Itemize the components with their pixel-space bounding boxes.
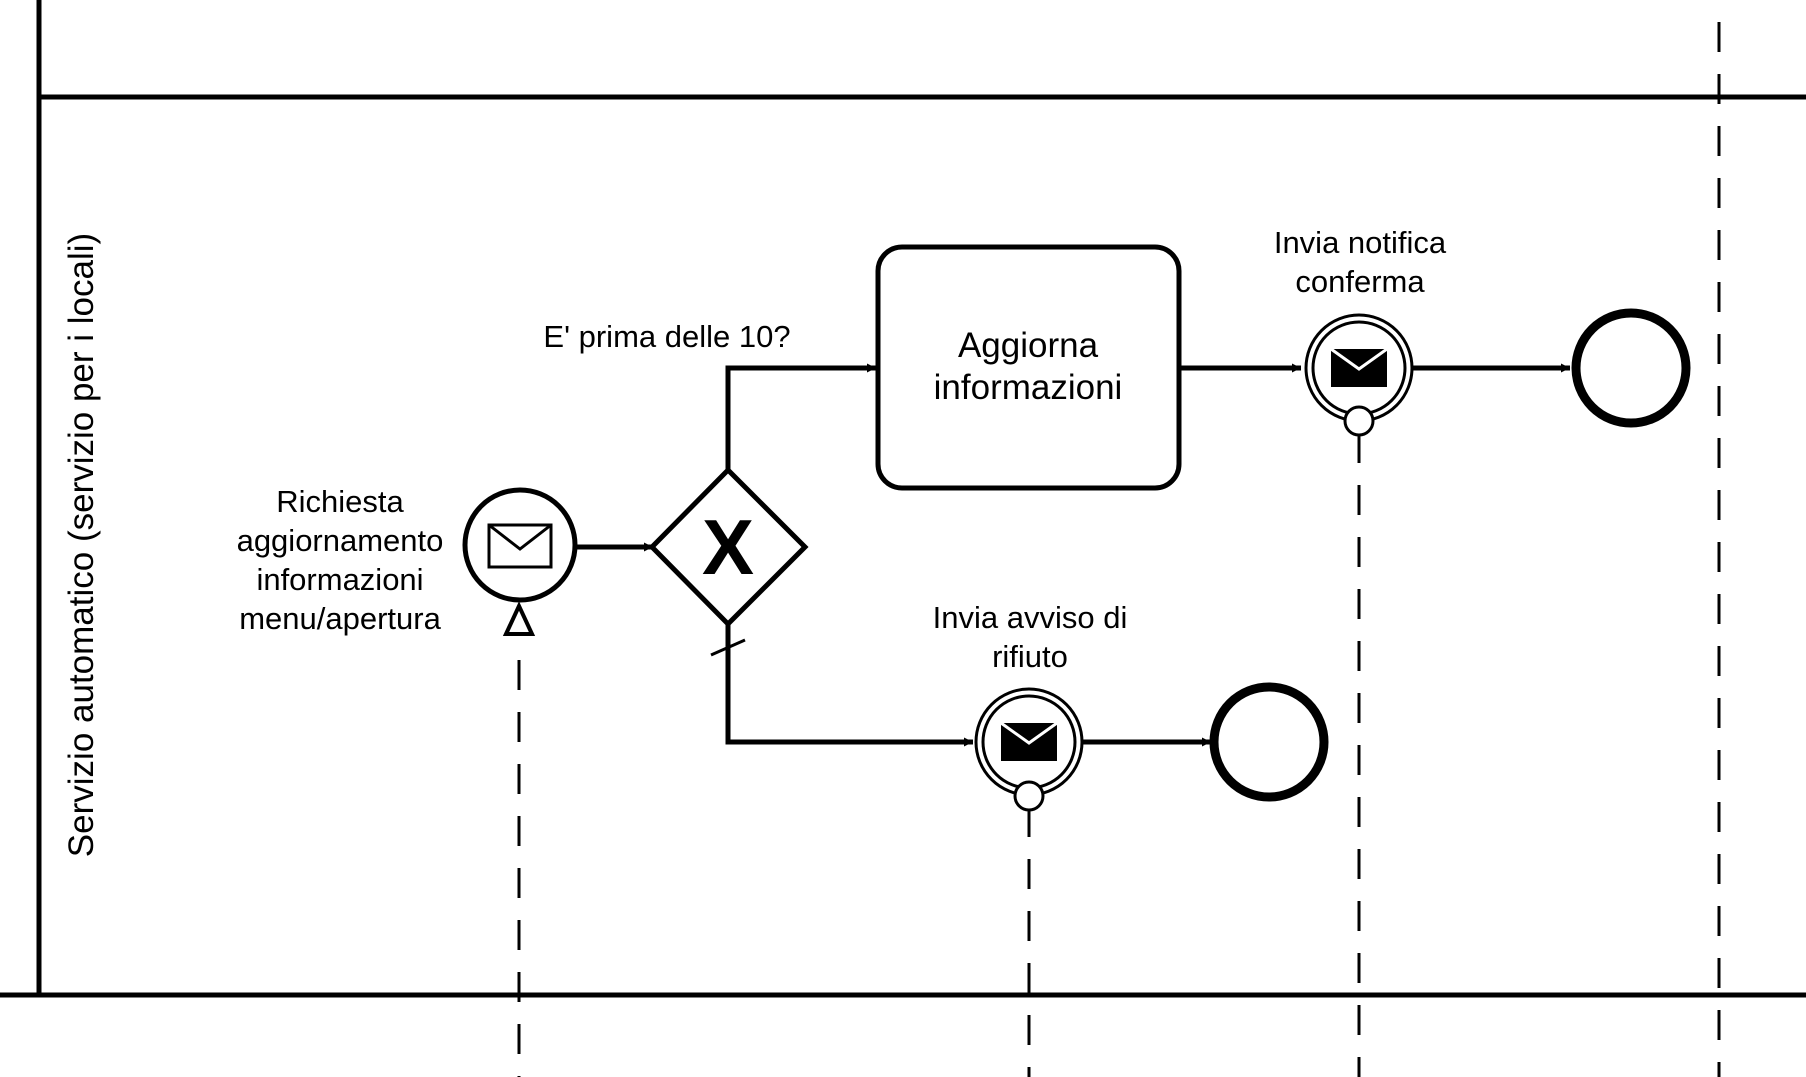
task-label-line-2: informazioni <box>934 368 1123 407</box>
confirm-message-event[interactable] <box>1304 313 1414 437</box>
confirm-label-line-1: Invia notifica <box>1274 225 1447 260</box>
envelope-filled-icon <box>1000 721 1058 761</box>
task-aggiorna-informazioni[interactable]: Aggiorna informazioni <box>875 244 1182 491</box>
reject-event-attachment-circle <box>1013 780 1045 812</box>
reject-message-event[interactable] <box>974 687 1084 812</box>
reject-label-line-2: rifiuto <box>992 639 1068 674</box>
flow-gateway-to-reject[interactable] <box>725 623 973 747</box>
exclusive-gateway[interactable]: X <box>648 466 809 628</box>
reject-label-line-1: Invia avviso di <box>933 600 1128 635</box>
task-label-line-1: Aggiorna <box>958 326 1099 365</box>
envelope-filled-icon <box>1330 347 1388 387</box>
end-event-confirm[interactable] <box>1571 308 1691 428</box>
flow-gateway-to-task[interactable] <box>725 363 876 470</box>
lane-label-text: Servizio automatico (servizio per i loca… <box>62 233 101 857</box>
confirm-label-line-2: conferma <box>1295 264 1425 299</box>
pool-frame <box>0 0 1806 998</box>
reject-event-label: Invia avviso di rifiuto <box>933 600 1128 674</box>
end-event-reject[interactable] <box>1209 682 1329 802</box>
lane-label: Servizio automatico (servizio per i loca… <box>62 233 101 857</box>
gateway-condition-label: E' prima delle 10? <box>543 319 790 354</box>
default-flow-slash <box>710 638 746 657</box>
start-label-line-2: aggiornamento <box>237 523 444 558</box>
start-label-line-3: informazioni <box>256 562 423 597</box>
sequence-flows <box>573 363 1570 747</box>
start-event-triangle-marker <box>502 601 536 636</box>
start-label-line-1: Richiesta <box>276 484 404 519</box>
message-flows <box>517 22 1721 1077</box>
gateway-x-marker: X <box>702 503 754 591</box>
start-label-line-4: menu/apertura <box>239 601 441 636</box>
start-message-event[interactable] <box>462 487 578 636</box>
confirm-event-attachment-circle <box>1343 405 1375 437</box>
start-event-label: Richiesta aggiornamento informazioni men… <box>237 484 444 636</box>
confirm-event-label: Invia notifica conferma <box>1274 225 1447 299</box>
envelope-icon <box>487 523 553 569</box>
